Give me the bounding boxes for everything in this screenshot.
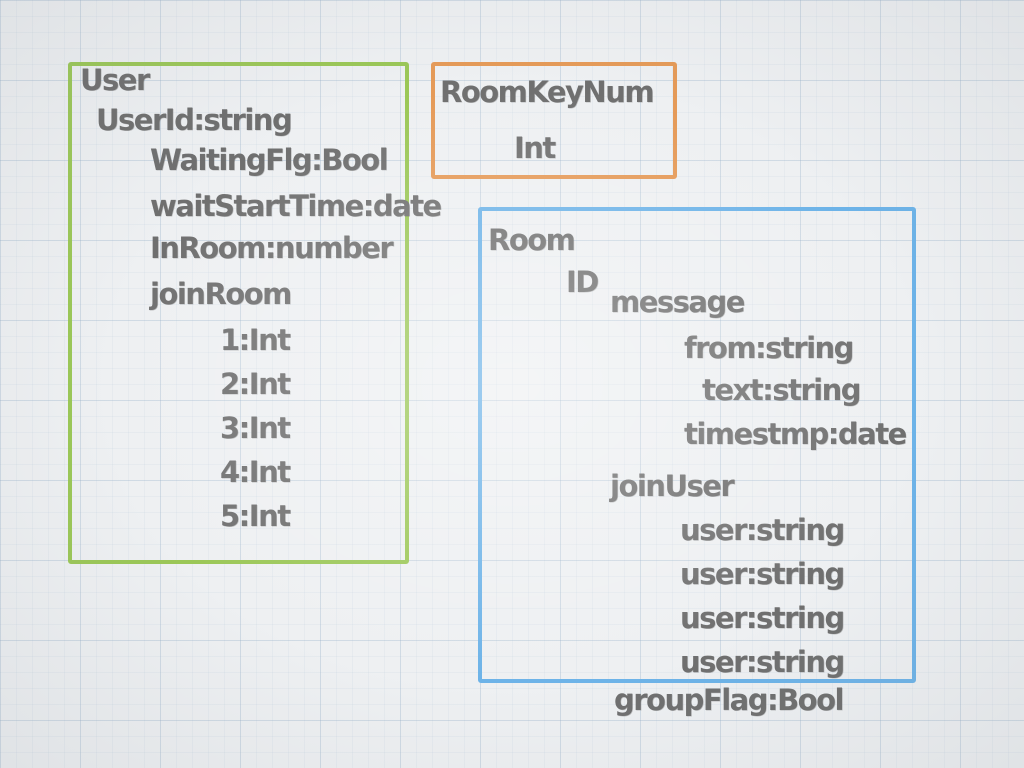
room-key-num-title: RoomKeyNum	[440, 75, 655, 109]
wait-start-time-field: waitStartTime:date	[150, 189, 442, 223]
user-id-field: UserId:string	[96, 103, 293, 137]
group-flag-field: groupFlag:Bool	[614, 683, 844, 717]
join-user-entry-3: user:string	[680, 601, 845, 635]
join-user-entry-2: user:string	[680, 557, 845, 591]
join-room-slot-4: 4:Int	[220, 455, 291, 489]
message-text-field: text:string	[702, 373, 861, 407]
join-user-entry-1: user:string	[680, 513, 845, 547]
room-id-field: ID	[566, 265, 599, 299]
room-entity-box	[478, 207, 916, 683]
message-from-field: from:string	[684, 331, 854, 365]
user-entity-title: User	[80, 63, 150, 97]
waiting-flag-field: WaitingFlg:Bool	[150, 143, 389, 177]
room-key-num-type: Int	[514, 131, 556, 165]
message-timestamp-field: timestmp:date	[684, 417, 907, 451]
join-user-entry-4: user:string	[680, 645, 845, 679]
join-room-slot-2: 2:Int	[220, 367, 291, 401]
in-room-field: InRoom:number	[150, 231, 394, 265]
join-room-field: joinRoom	[150, 277, 292, 311]
user-entity-box	[68, 62, 409, 564]
message-field: message	[610, 285, 745, 319]
join-room-slot-5: 5:Int	[220, 499, 291, 533]
room-entity-title: Room	[488, 223, 576, 257]
join-user-field: joinUser	[610, 469, 735, 503]
room-key-num-entity-box	[431, 62, 677, 179]
join-room-slot-1: 1:Int	[220, 323, 291, 357]
join-room-slot-3: 3:Int	[220, 411, 291, 445]
